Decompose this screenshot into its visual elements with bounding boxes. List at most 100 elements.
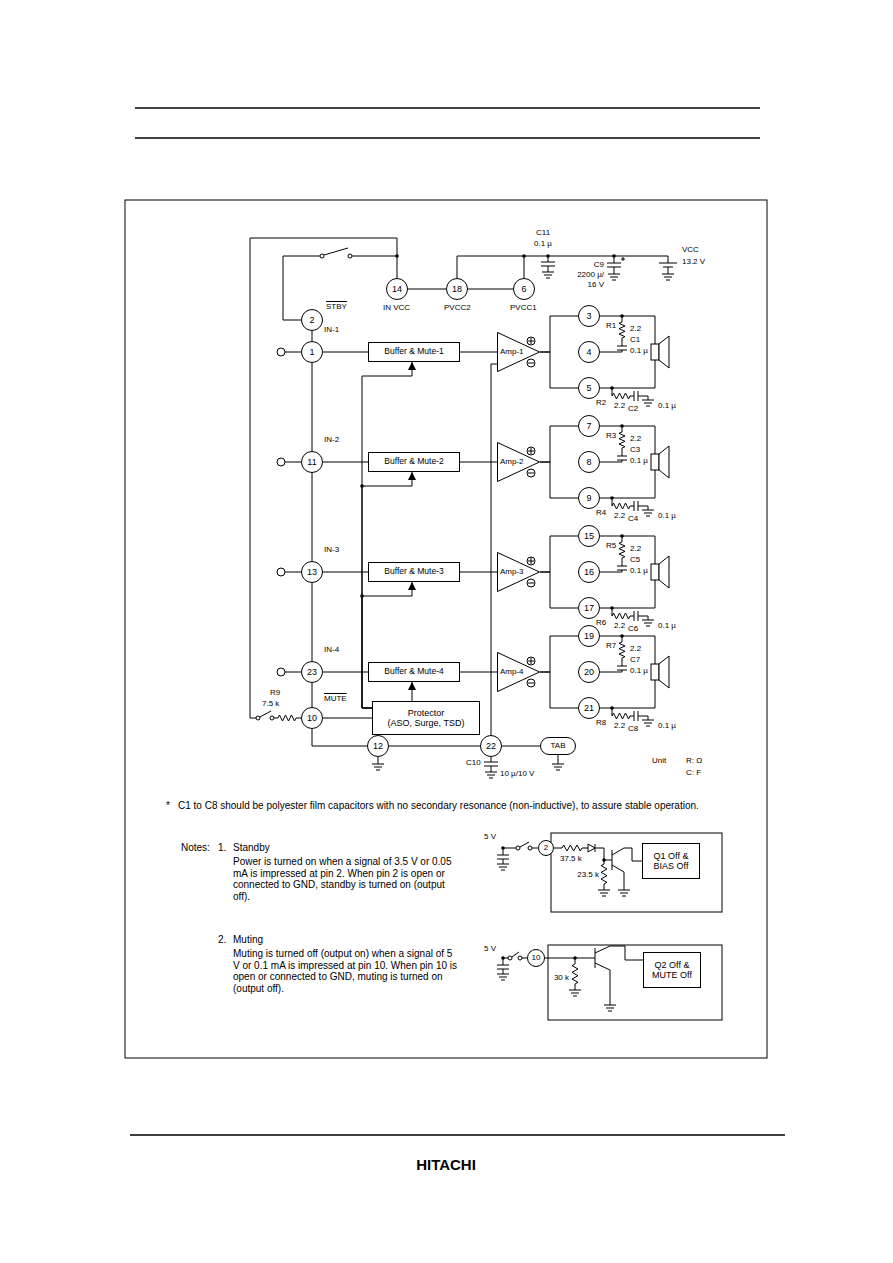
wire [600, 470, 655, 498]
ground-symbol [552, 764, 564, 765]
capacitor-symbol [617, 666, 627, 667]
resistor-symbol [619, 542, 625, 558]
connector [540, 426, 578, 462]
plus-mark [527, 657, 535, 665]
connector [323, 352, 368, 353]
part-label: 0.1 µ [630, 346, 648, 355]
wire [630, 506, 634, 507]
input-terminal [277, 348, 285, 356]
ground-symbol [646, 406, 650, 407]
pin-circle: 21 [578, 697, 600, 719]
pin-circle: 19 [578, 625, 600, 647]
part-label: C7 [630, 655, 640, 664]
minus-mark [527, 359, 535, 367]
part-label: C2 [628, 404, 638, 413]
resistor-symbol [619, 432, 625, 448]
ground-symbol [622, 896, 626, 897]
part-label: 10 µ/10 V [500, 769, 534, 778]
ground-symbol [497, 864, 509, 865]
capacitor-symbol [541, 262, 555, 263]
node-text: 5 [586, 383, 591, 393]
ground-symbol [608, 1011, 612, 1012]
connector [412, 682, 413, 701]
connector [460, 352, 497, 353]
node-text: (ASO, Surge, TSD) [388, 718, 465, 728]
speaker-symbol [651, 344, 659, 360]
amplifier-triangle: Amp-3 [497, 552, 540, 592]
amplifier-triangle: Amp-4 [497, 652, 540, 692]
transistor-symbol [595, 948, 596, 968]
node-text: Q1 Off & BIAS Off [647, 851, 695, 872]
ground-symbol [569, 990, 581, 991]
ground-symbol [642, 720, 654, 721]
part-label: R6 [596, 618, 606, 627]
ground-symbol [598, 890, 610, 891]
wire [600, 636, 655, 664]
ground-symbol [610, 277, 618, 278]
speaker-symbol [651, 564, 659, 580]
ground-symbol [374, 767, 382, 768]
part-label: R7 [606, 641, 616, 650]
part-label: 2.2 [630, 544, 641, 553]
wire [622, 316, 623, 322]
part-label: 2.2 [614, 511, 625, 520]
transistor-symbol [612, 848, 624, 855]
ground-symbol [646, 516, 650, 517]
speaker-symbol [651, 664, 659, 680]
wire [668, 267, 669, 274]
ground-symbol [606, 1008, 614, 1009]
minus-mark [528, 683, 534, 684]
node-text: 6 [521, 284, 526, 294]
wire [575, 958, 576, 964]
note-text: 1. [218, 842, 226, 854]
resistor-symbol [278, 715, 296, 721]
speaker-symbol [659, 446, 669, 478]
plus-mark [531, 658, 532, 664]
switch-contact [270, 716, 274, 720]
pin-circle: 8 [578, 451, 600, 473]
ground-symbol [544, 275, 552, 276]
resistor-symbol [601, 864, 607, 884]
capacitor-symbol [634, 711, 635, 721]
pin-circle: 17 [578, 597, 600, 619]
switch-contact [256, 716, 260, 720]
wire [610, 946, 644, 960]
ground-symbol [646, 626, 650, 627]
ground-symbol [485, 772, 497, 773]
node-text: 22 [486, 741, 496, 751]
wire [503, 958, 508, 959]
node-text: 20 [584, 667, 594, 677]
note-text: Notes: [181, 842, 210, 854]
wire [624, 872, 625, 890]
node-text: 2 [544, 843, 548, 852]
node-text: 18 [452, 284, 462, 294]
pin-circle: 10 [301, 707, 323, 729]
node-text: 10 [307, 713, 317, 723]
input-terminal [277, 568, 285, 576]
connector [540, 636, 578, 672]
switch-contact [320, 254, 324, 258]
pin-circle: 2 [301, 309, 323, 331]
wire [600, 360, 655, 388]
part-label: STBY [326, 302, 347, 311]
resistor-symbol [562, 845, 582, 851]
wire [595, 848, 604, 849]
part-label: 37.5 k [560, 854, 582, 863]
footer-rule [130, 1134, 785, 1136]
part-label: 2.2 [630, 324, 641, 333]
node-text: Buffer & Mute-1 [384, 347, 443, 357]
ground-symbol [642, 620, 654, 621]
tab-terminal: TAB [540, 737, 576, 755]
wire [630, 396, 634, 397]
wire [285, 572, 301, 573]
junction-dot [395, 254, 399, 258]
ground-symbol [612, 280, 616, 281]
part-label: 0.1 µ [630, 456, 648, 465]
connector [362, 582, 412, 708]
ground-symbol [487, 775, 495, 776]
wire [457, 256, 458, 278]
ground-symbol [618, 890, 630, 891]
node-text: 1 [309, 347, 314, 357]
